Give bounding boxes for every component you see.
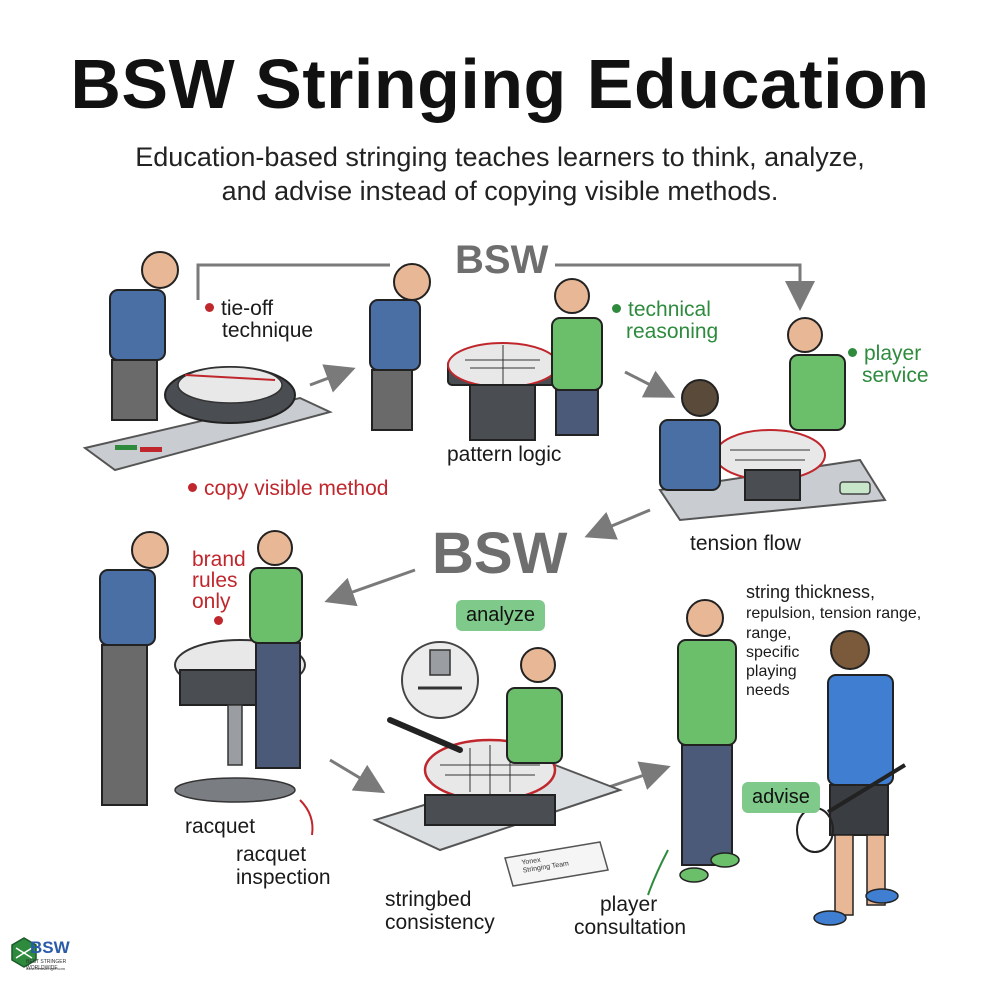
logo-tagline: BEST STRINGER WORLDWIDE [26,959,67,971]
inspection-pointer [299,799,314,836]
label-stringbed: stringbed [385,888,472,911]
needs-line-3: range, [746,625,792,642]
label-player-consultation-1: player [600,893,658,916]
needs-line-1: string thickness, [746,582,876,602]
label-technical: technical [612,298,711,322]
arrow-bsw-to-right [555,263,815,311]
label-racquet: racquet [185,815,256,838]
subtitle-line-2: and advise instead of copying visible me… [221,176,779,206]
label-tie-off: tie-off [205,297,273,321]
arrow-scene1-to-scene2 [309,364,356,393]
consult-pointer [647,849,669,896]
subtitle-line-1: Education-based stringing teaches learne… [135,142,865,172]
arrow-scene3-to-bsw [584,508,651,540]
scene-pattern-logic [369,263,603,441]
scene-tie-off [82,251,333,472]
label-brand: brand [192,548,246,571]
label-only: only [192,590,231,613]
logo-name: BSW [30,938,70,957]
label-rules: rules [192,569,238,592]
arrow-scene4-to-scene5 [329,758,386,794]
person-body [109,289,166,361]
label-racquet-inspection-1: racquet [236,843,307,866]
plaque [504,841,609,887]
brand-rules-dot-wrap [214,614,230,632]
label-consistency: consistency [385,911,495,934]
needs-line-6: needs [746,682,790,699]
scene-tension-flow [658,317,887,522]
needs-line-4: specific [746,644,800,661]
magnifier-callout [401,641,479,719]
bsw-mark-top: BSW [455,238,549,282]
needs-line-2: repulsion, tension range, [746,605,922,622]
scene-analyze [372,641,623,887]
arrow-bsw-to-scene4 [324,568,416,607]
label-service: service [862,364,929,387]
page-title: BSW Stringing Education [70,45,930,123]
label-reasoning: reasoning [626,320,719,343]
arrow-scene2-to-scene3 [624,370,676,398]
advise-bubble: advise [742,782,820,813]
label-player: player [848,342,921,366]
scene-consultation [647,599,907,926]
label-pattern-logic: pattern logic [447,443,562,466]
scene-racquet-inspection [99,530,314,836]
person-head [141,251,179,289]
tool [115,445,137,450]
green-dot-icon [848,347,857,357]
logo-mark [11,937,37,968]
label-copy-visible-method: copy visible method [188,477,388,501]
needs-line-5: playing [746,663,797,680]
analyze-bubble: analyze [456,600,545,631]
label-player-consultation-2: consultation [574,916,687,939]
label-technique: technique [222,319,314,342]
red-dot-icon [188,482,197,492]
red-dot-icon [205,302,214,312]
label-tension-flow: tension flow [690,532,801,555]
label-racquet-inspection-2: inspection [236,866,331,889]
red-dot-icon [214,616,223,626]
logo-url: www.beststringer.com [26,966,65,971]
bsw-mark-mid: BSW [432,521,568,586]
green-dot-icon [612,303,621,313]
flow-arrows [196,263,815,794]
arrow-top-left-to-bsw [196,263,390,300]
